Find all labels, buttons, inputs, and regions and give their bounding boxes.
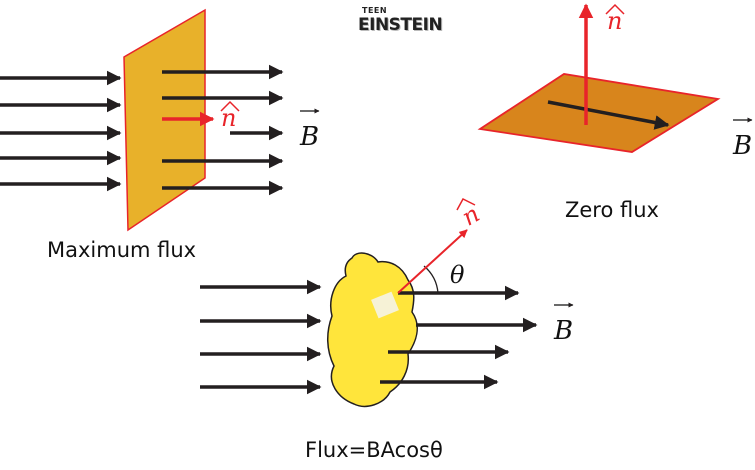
zero-flux-field-arrow: [547, 100, 670, 130]
max-flux-normal-hat: [220, 100, 240, 112]
theta-symbol: θ: [450, 261, 465, 289]
zero-flux-label: Zero flux: [565, 198, 659, 222]
max-flux-field-arrows-left: [0, 70, 122, 192]
angled-normal-symbol: n: [457, 200, 484, 232]
formula-label: Flux=BAcosθ: [305, 438, 443, 462]
max-flux-field-arrows-right: [162, 64, 284, 196]
zero-flux-normal-hat: [605, 3, 625, 15]
angled-flux-field-arrows-right: [380, 285, 538, 390]
angled-normal-hat: [456, 198, 476, 211]
irregular-surface: [327, 252, 418, 408]
logo-main-text: EINSTEIN: [358, 15, 443, 35]
logo-small-text: TEEN: [362, 6, 388, 15]
area-element: [371, 291, 399, 319]
angled-flux-field-symbol: B: [553, 316, 573, 346]
angled-flux-field-arrows-left: [200, 279, 322, 395]
max-flux-normal-symbol: n: [221, 104, 236, 132]
max-flux-field-symbol: B: [299, 122, 319, 152]
angled-normal-arrow: [397, 229, 468, 294]
zero-flux-normal-symbol: n: [607, 7, 622, 35]
zero-flux-field-symbol: B: [732, 131, 752, 161]
theta-arc: [423, 265, 439, 294]
max-flux-label: Maximum flux: [47, 238, 196, 262]
